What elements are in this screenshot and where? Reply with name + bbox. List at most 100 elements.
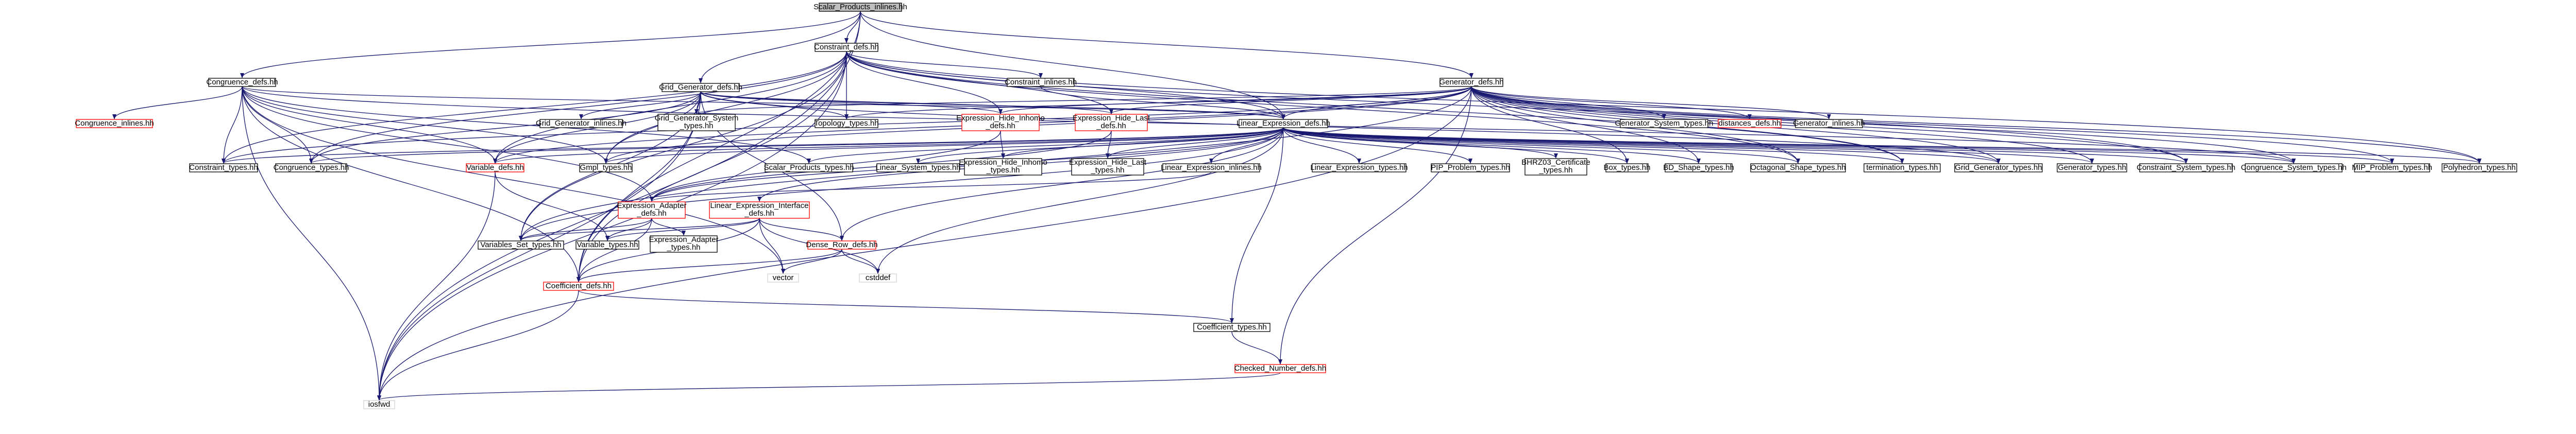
edge-congruence_defs-to-iosfwd — [242, 86, 381, 401]
node-label: _types.hh — [1090, 166, 1124, 175]
node-polyhedron-types[interactable]: Polyhedron_types.hh — [2442, 163, 2517, 172]
node-grid-generator-defs[interactable]: Grid_Generator_defs.hh — [659, 83, 742, 92]
node-label: _defs.hh — [636, 209, 667, 218]
edge-linear_expression_inlines-to-expression_adapter_defs — [650, 171, 1212, 202]
node-box — [1431, 163, 1510, 172]
edge-dense_row_defs-to-coefficient_defs — [577, 249, 842, 282]
node-box-types[interactable]: Box_types.hh — [1604, 163, 1651, 172]
node-box — [815, 119, 878, 128]
node-grid-generator-system-types[interactable]: Grid_Generator_System_types.hh — [655, 114, 739, 131]
dependency-edges — [112, 11, 2482, 401]
node-variable-types[interactable]: Variable_types.hh — [575, 240, 639, 250]
node-congruence-types[interactable]: Congruence_types.hh — [274, 163, 349, 172]
node-box — [657, 114, 736, 131]
node-box — [1795, 119, 1863, 128]
node-box — [1524, 158, 1587, 176]
node-box — [1234, 364, 1326, 373]
node-distances-defs[interactable]: distances_defs.hh — [1718, 119, 1782, 128]
node-label: Grid_Generator_System — [655, 114, 739, 123]
edge-linear_expression_defs-to-generator_types — [1283, 127, 2094, 164]
node-octagonal-shape-types[interactable]: Octagonal_Shape_types.hh — [1750, 163, 1846, 172]
node-constraint-types[interactable]: Constraint_types.hh — [189, 163, 258, 172]
node-congruence-inlines[interactable]: Congruence_inlines.hh — [75, 119, 154, 128]
node-congruence-system-types[interactable]: Congruence_System_types.hh — [2241, 163, 2347, 172]
node-label: Generator_System_types.hh — [1615, 119, 1714, 128]
node-label: Generator_types.hh — [2058, 163, 2126, 172]
node-bhrz03-certificate-types[interactable]: BHRZ03_Certificate_types.hh — [1521, 158, 1590, 176]
node-coefficient-defs[interactable]: Coefficient_defs.hh — [543, 282, 614, 291]
node-label: Variable_defs.hh — [466, 163, 523, 172]
node-bd-shape-types[interactable]: BD_Shape_types.hh — [1663, 163, 1734, 172]
node-grid-generator-types[interactable]: Grid_Generator_types.hh — [1954, 163, 2043, 172]
node-dense-row-defs[interactable]: Dense_Row_defs.hh — [806, 240, 878, 250]
node-label: _types.hh — [1538, 166, 1572, 175]
node-linear-expression-interface-defs[interactable]: Linear_Expression_Interface_defs.hh — [709, 201, 810, 219]
node-box — [767, 273, 799, 283]
node-pip-problem-types[interactable]: PIP_Problem_types.hh — [1431, 163, 1510, 172]
node-mip-problem-types[interactable]: MIP_Problem_types.hh — [2352, 163, 2432, 172]
node-generator-system-types[interactable]: Generator_System_types.hh — [1615, 119, 1714, 128]
node-generator-types[interactable]: Generator_types.hh — [2057, 163, 2127, 172]
node-root[interactable]: Scalar_Products_inlines.hh — [814, 3, 907, 12]
node-label: Expression_Hide_Last — [1069, 158, 1147, 167]
edge-generator_defs-to-bd_shape_types — [1471, 86, 1701, 164]
node-label: Linear_Expression_types.hh — [1310, 163, 1408, 172]
node-label: Grid_Generator_defs.hh — [659, 83, 742, 92]
node-box — [1312, 163, 1406, 172]
edge-root-to-generator_defs — [860, 11, 1473, 78]
edge-generator_defs-to-grid_generator_system_types — [694, 86, 1472, 114]
node-linear-expression-types[interactable]: Linear_Expression_types.hh — [1310, 163, 1408, 172]
node-linear-expression-defs[interactable]: Linear_Expression_defs.hh — [1236, 119, 1330, 128]
node-box — [807, 240, 876, 250]
node-label: Variable_types.hh — [577, 240, 638, 249]
node-label: Constraint_inlines.hh — [1005, 78, 1077, 86]
edge-grid_generator_defs-to-gmp_types — [604, 91, 701, 164]
node-congruence-defs[interactable]: Congruence_defs.hh — [206, 78, 278, 87]
edge-linear_expression_defs-to-variable_defs — [493, 127, 1284, 164]
node-label: Checked_Number_defs.hh — [1234, 364, 1326, 373]
edge-coefficient_defs-to-coefficient_types — [578, 290, 1234, 323]
node-grid-generator-inlines[interactable]: Grid_Generator_inlines.hh — [536, 119, 626, 128]
node-box — [876, 163, 960, 172]
edge-linear_expression_defs-to-box_types — [1283, 127, 1629, 164]
node-label: Octagonal_Shape_types.hh — [1750, 163, 1845, 172]
edge-expression_adapter_defs-to-expression_adapter_types — [651, 218, 686, 236]
node-variable-defs[interactable]: Variable_defs.hh — [466, 163, 524, 172]
edge-congruence_defs-to-variable_defs — [242, 86, 497, 164]
node-box — [765, 163, 853, 172]
node-checked-number-defs[interactable]: Checked_Number_defs.hh — [1234, 364, 1326, 373]
edge-linear_expression_defs-to-bd_shape_types — [1283, 127, 1701, 164]
edge-constraint_defs-to-expression_hide_inhomo_defs — [846, 51, 1003, 114]
node-termination-types[interactable]: termination_types.hh — [1863, 163, 1941, 172]
node-box — [709, 201, 810, 219]
node-expression-adapter-defs[interactable]: Expression_Adapter_defs.hh — [617, 201, 687, 219]
node-box — [189, 163, 258, 172]
node-expression-hide-inhomo-types[interactable]: Expression_Hide_Inhomo_types.hh — [959, 158, 1047, 176]
node-generator-defs[interactable]: Generator_defs.hh — [1439, 78, 1504, 87]
node-constraint-defs[interactable]: Constraint_defs.hh — [814, 43, 879, 52]
node-scalar-products-types[interactable]: Scalar_Products_types.hh — [764, 163, 854, 172]
node-constraint-system-types[interactable]: Constraint_System_types.hh — [2137, 163, 2235, 172]
node-expression-adapter-types[interactable]: Expression_Adapter_types.hh — [649, 235, 719, 253]
node-gmp-types[interactable]: Gmpl_types.hh — [579, 163, 633, 172]
edge-constraint_defs-to-constraint_system_types — [846, 51, 2188, 164]
node-linear-system-types[interactable]: Linear_System_types.hh — [875, 163, 961, 172]
node-linear-expression-inlines[interactable]: Linear_Expression_inlines.hh — [1161, 163, 1262, 172]
node-topology-types[interactable]: Topology_types.hh — [814, 119, 879, 128]
node-label: Coefficient_types.hh — [1197, 323, 1267, 332]
node-generator-inlines[interactable]: Generator_inlines.hh — [1793, 119, 1865, 128]
node-box — [76, 119, 153, 128]
node-expression-hide-last-types[interactable]: Expression_Hide_Last_types.hh — [1069, 158, 1147, 176]
edge-linear_expression_defs-to-congruence_system_types — [1283, 127, 2296, 164]
node-coefficient-types[interactable]: Coefficient_types.hh — [1193, 323, 1270, 332]
node-box — [1075, 114, 1148, 131]
node-expression-hide-inhomo-defs[interactable]: Expression_Hide_Inhomo_defs.hh — [956, 114, 1045, 131]
edge-generator_defs-to-generator_inlines — [1471, 86, 1831, 119]
edge-generator_defs-to-expression_hide_inhomo_defs — [998, 86, 1472, 114]
node-label: Generator_defs.hh — [1439, 78, 1503, 86]
node-expression-hide-last-defs[interactable]: Expression_Hide_Last_defs.hh — [1073, 114, 1150, 131]
node-variables-set-types[interactable]: Variables_Set_types.hh — [478, 240, 564, 250]
node-constraint-inlines[interactable]: Constraint_inlines.hh — [1005, 78, 1077, 87]
edge-linear_expression_defs-to-polyhedron_types — [1283, 127, 2481, 164]
node-label: Congruence_inlines.hh — [75, 119, 154, 128]
